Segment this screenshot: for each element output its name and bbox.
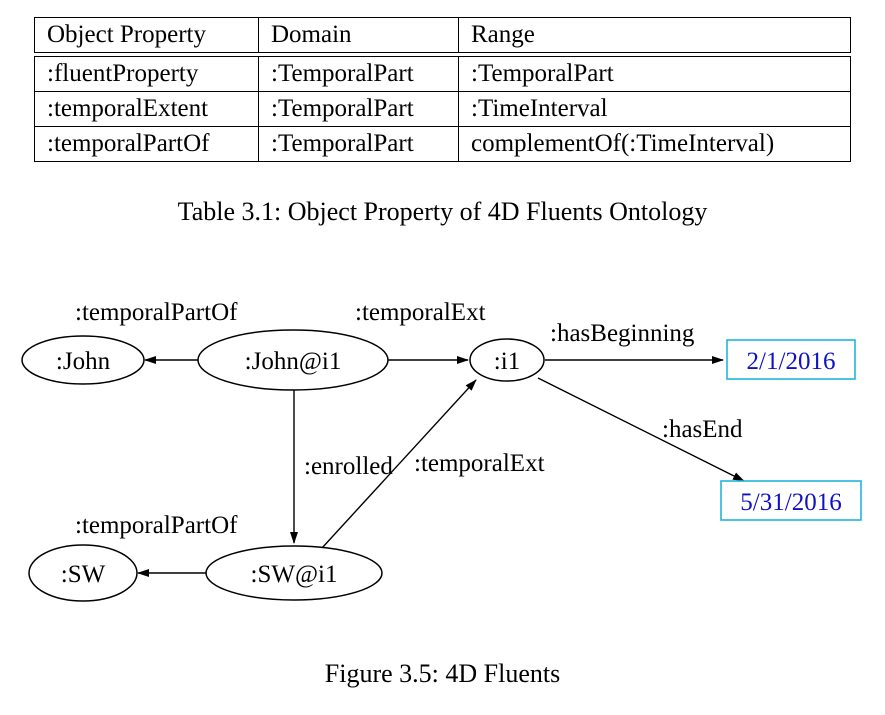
node-date-begin: [726, 339, 856, 380]
edge-label-john-temporal-ext: :temporalExt: [355, 299, 486, 326]
node-date-end: [720, 480, 862, 521]
cell-range: :TimeInterval: [458, 91, 851, 127]
edge-label-has-beginning: :hasBeginning: [550, 320, 695, 347]
edge-i1-to-end: [537, 377, 745, 482]
node-john-label: :John: [56, 348, 111, 375]
header-object-property: Object Property: [34, 17, 259, 53]
table-row: :temporalPartOf :TemporalPart complement…: [34, 126, 851, 162]
cell-range: :TemporalPart: [458, 56, 851, 92]
node-sw-label: :SW: [61, 561, 106, 588]
edge-label-john-temporal-part-of: :temporalPartOf: [75, 299, 238, 326]
edge-sw-i1-to-i1: [321, 379, 477, 549]
node-sw-i1-label: :SW@i1: [251, 561, 338, 588]
cell-domain: :TemporalPart: [258, 126, 459, 162]
node-i1-label: :i1: [494, 348, 520, 375]
table-caption: Table 3.1: Object Property of 4D Fluents…: [177, 197, 708, 226]
node-sw-i1: [205, 545, 383, 601]
cell-property: :fluentProperty: [34, 56, 259, 92]
header-domain: Domain: [258, 17, 459, 53]
object-property-table: Object Property Domain Range :fluentProp…: [34, 17, 851, 162]
node-date-end-label: 5/31/2016: [740, 489, 841, 516]
figure-caption: Figure 3.5: 4D Fluents: [324, 659, 561, 688]
table-header-row: Object Property Domain Range: [34, 17, 851, 53]
node-john-i1: [197, 329, 389, 391]
edge-label-enrolled: :enrolled: [304, 453, 393, 480]
table-row: :fluentProperty :TemporalPart :TemporalP…: [34, 56, 851, 92]
node-date-begin-label: 2/1/2016: [747, 348, 836, 375]
node-sw: [28, 544, 138, 602]
header-range: Range: [458, 17, 851, 53]
cell-property: :temporalPartOf: [34, 126, 259, 162]
node-john: [21, 335, 145, 385]
edge-label-has-end: :hasEnd: [662, 416, 743, 443]
edge-label-sw-temporal-ext: :temporalExt: [414, 450, 545, 477]
cell-range: complementOf(:TimeInterval): [458, 126, 851, 162]
node-i1: [469, 338, 545, 382]
cell-domain: :TemporalPart: [258, 56, 459, 92]
node-john-i1-label: :John@i1: [245, 348, 342, 375]
edge-label-sw-temporal-part-of: :temporalPartOf: [75, 512, 238, 539]
cell-domain: :TemporalPart: [258, 91, 459, 127]
